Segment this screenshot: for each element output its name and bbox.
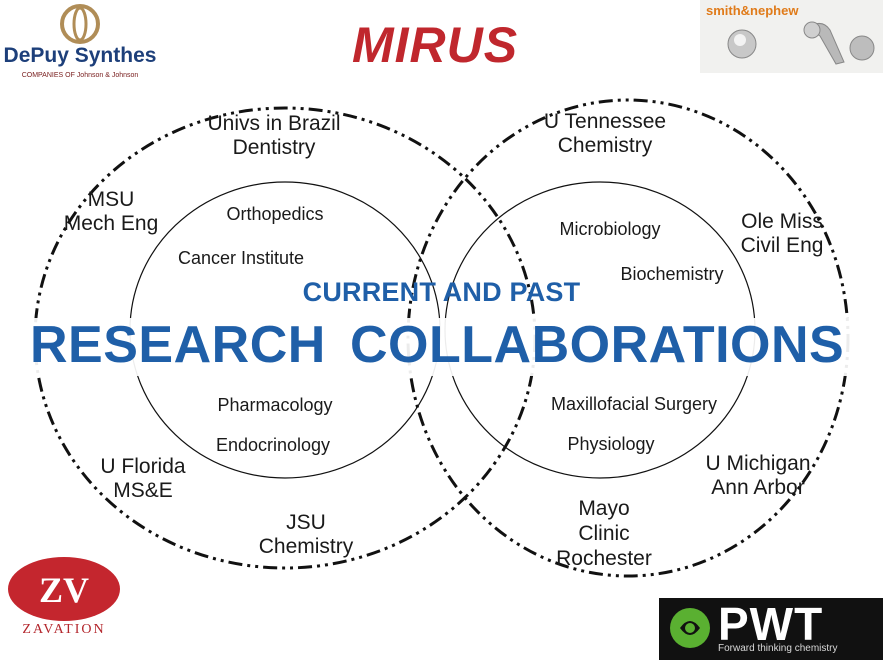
smith-nephew-logo-text: smith&nephew <box>706 3 799 18</box>
mirus-logo: MIRUS <box>352 17 519 73</box>
title-research: RESEARCH <box>30 316 326 374</box>
label-cancer-institute: Cancer Institute <box>177 248 305 268</box>
depuy-synthes-mark <box>60 4 100 44</box>
label-maxillofacial-surgery: Maxillofacial Surgery <box>550 394 718 414</box>
label-u-florida: U Florida MS&E <box>100 455 186 502</box>
depuy-synthes-subtitle: COMPANIES OF Johnson & Johnson <box>21 72 139 79</box>
label-msu: MSU Mech Eng <box>63 188 159 235</box>
pwt-leaf-icon <box>670 608 710 648</box>
label-pharmacology: Pharmacology <box>217 395 333 415</box>
title-collaborations: COLLABORATIONS <box>350 316 845 374</box>
title-current-and-past: CURRENT AND PAST <box>302 277 581 307</box>
label-orthopedics: Orthopedics <box>226 204 324 224</box>
label-u-michigan: U Michigan Ann Arbor <box>705 452 811 499</box>
pwt-logo-text: PWT <box>718 598 824 650</box>
label-univs-brazil: Univs in Brazil Dentistry <box>207 112 341 159</box>
label-biochemistry: Biochemistry <box>620 264 724 284</box>
zavation-mark-text: ZV <box>39 570 89 610</box>
label-physiology: Physiology <box>567 434 655 454</box>
title-band <box>0 318 883 376</box>
label-mayo-clinic: Mayo Clinic Rochester <box>556 497 652 571</box>
pwt-tagline: Forward thinking chemistry <box>718 643 838 654</box>
label-ole-miss: Ole Miss Civil Eng <box>740 210 824 257</box>
label-endocrinology: Endocrinology <box>215 435 331 455</box>
depuy-synthes-logo-text: DePuy Synthes <box>3 44 157 67</box>
zavation-logo-text: ZAVATION <box>22 622 106 637</box>
label-microbiology: Microbiology <box>559 219 661 239</box>
zavation-mark: ZV <box>8 557 120 621</box>
label-jsu: JSU Chemistry <box>258 511 354 558</box>
hip-implant-icon <box>727 21 875 65</box>
label-u-tennessee: U Tennessee Chemistry <box>543 110 667 157</box>
